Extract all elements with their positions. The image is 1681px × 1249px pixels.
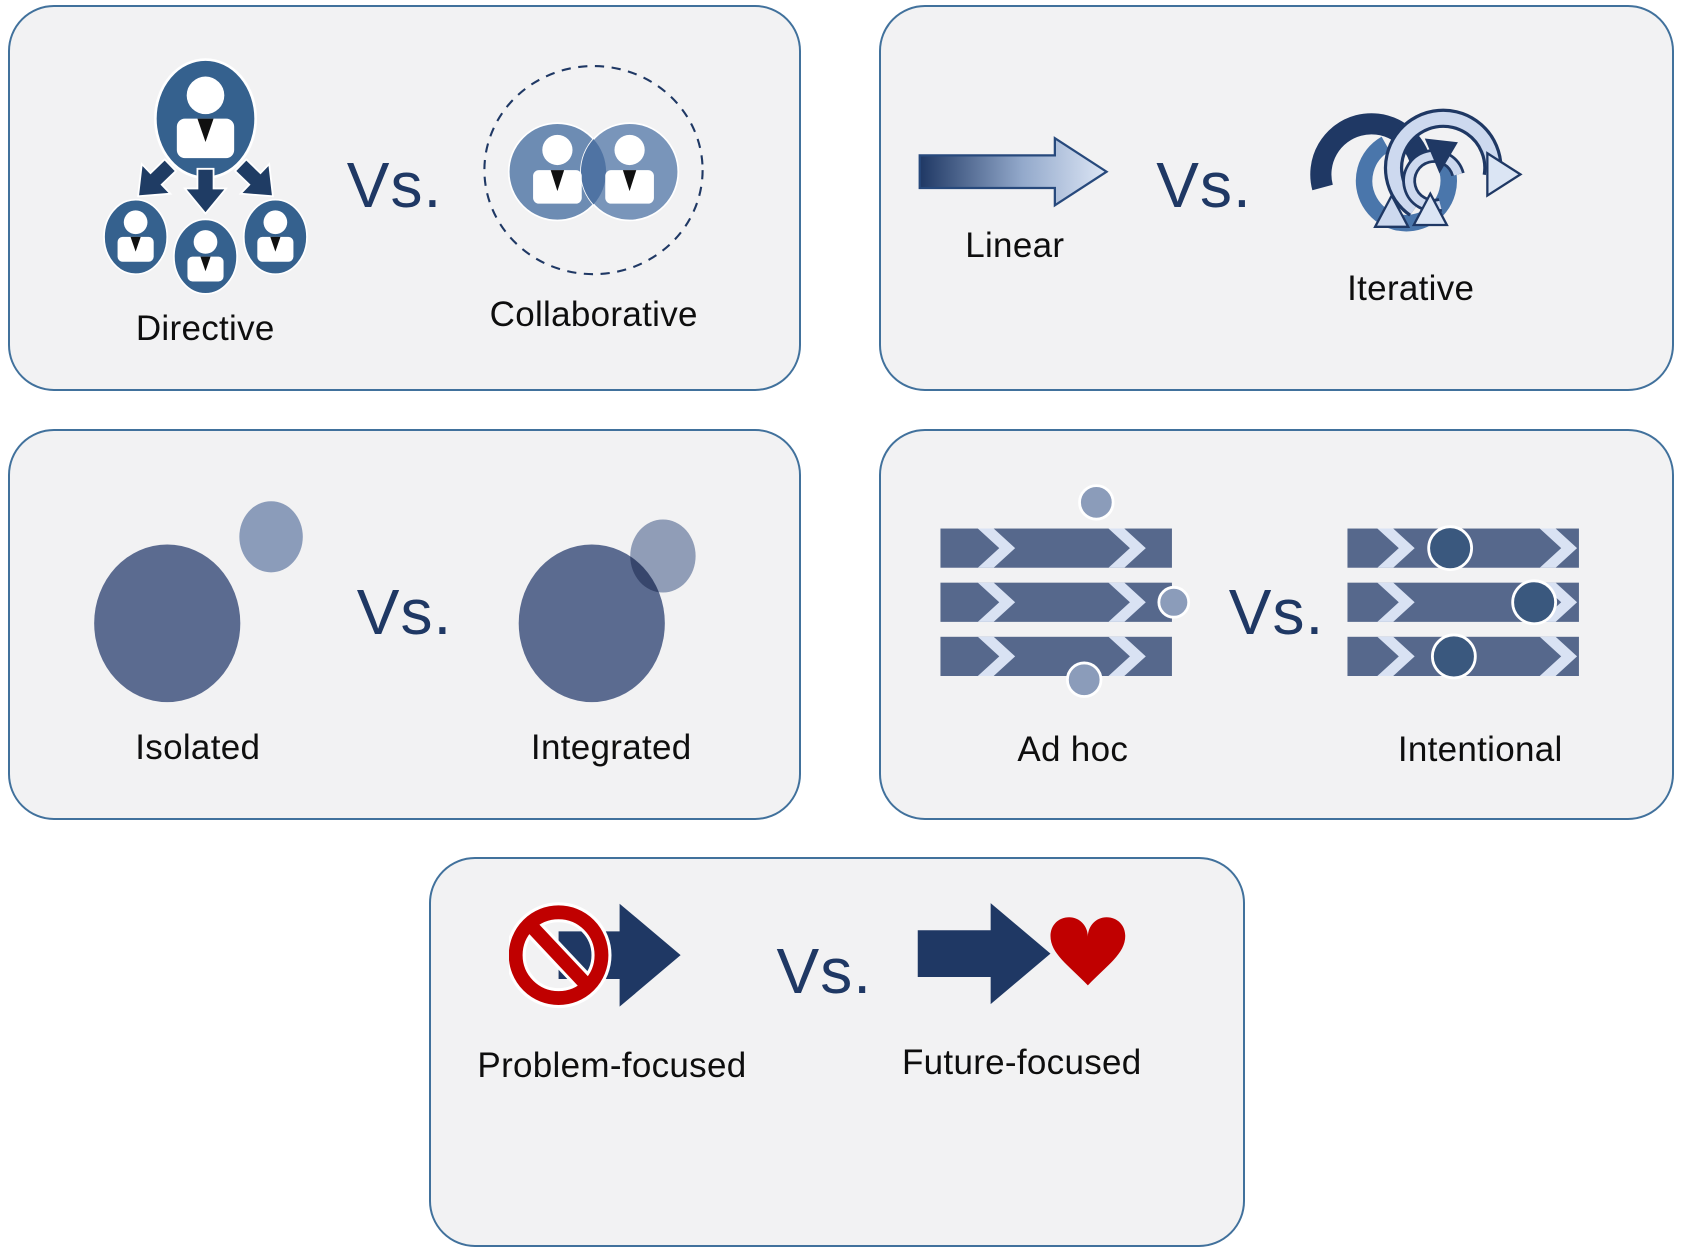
vs-text: Vs.	[346, 149, 443, 221]
isolated-cell: Isolated	[73, 481, 323, 769]
overlapping-people-icon	[483, 64, 704, 276]
separate-circles-icon	[93, 500, 303, 702]
panel-directive-vs-collaborative: Directive Vs. Collaborative	[8, 5, 801, 391]
vs-text: Vs.	[356, 575, 453, 648]
iterative-label: Iterative	[1347, 269, 1475, 309]
integrated-cell: Integrated	[486, 481, 736, 769]
panel-ad-hoc-vs-intentional: Ad hoc Vs. Intentional	[879, 429, 1674, 820]
overlapping-circles-icon	[518, 519, 696, 702]
future-focused-label: Future-focused	[901, 1043, 1142, 1083]
looping-arrows-icon	[1310, 108, 1523, 236]
directive-cell: Directive	[98, 47, 313, 350]
vs-text: Vs.	[1228, 575, 1325, 648]
future-focused-cell: Future-focused	[902, 877, 1142, 1083]
problem-focused-label: Problem-focused	[477, 1046, 747, 1086]
ad-hoc-label: Ad hoc	[1017, 729, 1129, 769]
panel-isolated-vs-integrated: Isolated Vs. Integrated	[8, 429, 801, 820]
iterative-cell: Iterative	[1296, 87, 1526, 309]
directive-label: Directive	[135, 309, 275, 349]
intentional-cell: Intentional	[1340, 480, 1620, 770]
linear-cell: Linear	[917, 130, 1112, 265]
panel-problem-vs-future: Problem-focused Vs. Future-focused	[429, 857, 1245, 1247]
vs-text: Vs.	[776, 935, 872, 1007]
collaborative-cell: Collaborative	[476, 61, 711, 335]
process-bars-embedded-dots-icon	[1347, 524, 1580, 679]
vs-text: Vs.	[1156, 149, 1252, 221]
no-sign-arrow-icon	[509, 902, 682, 1009]
org-hierarchy-icon	[102, 57, 308, 295]
integrated-label: Integrated	[530, 728, 692, 768]
ad-hoc-cell: Ad hoc	[933, 480, 1213, 770]
collaborative-label: Collaborative	[489, 295, 698, 335]
arrow-heart-icon	[918, 903, 1126, 1005]
gradient-arrow-icon	[918, 136, 1109, 208]
isolated-label: Isolated	[135, 728, 261, 768]
panel-linear-vs-iterative: Linear Vs. Iterative	[879, 5, 1674, 391]
linear-label: Linear	[965, 225, 1065, 265]
intentional-label: Intentional	[1397, 729, 1563, 769]
problem-focused-cell: Problem-focused	[477, 877, 746, 1086]
process-bars-loose-dots-icon	[940, 483, 1190, 698]
